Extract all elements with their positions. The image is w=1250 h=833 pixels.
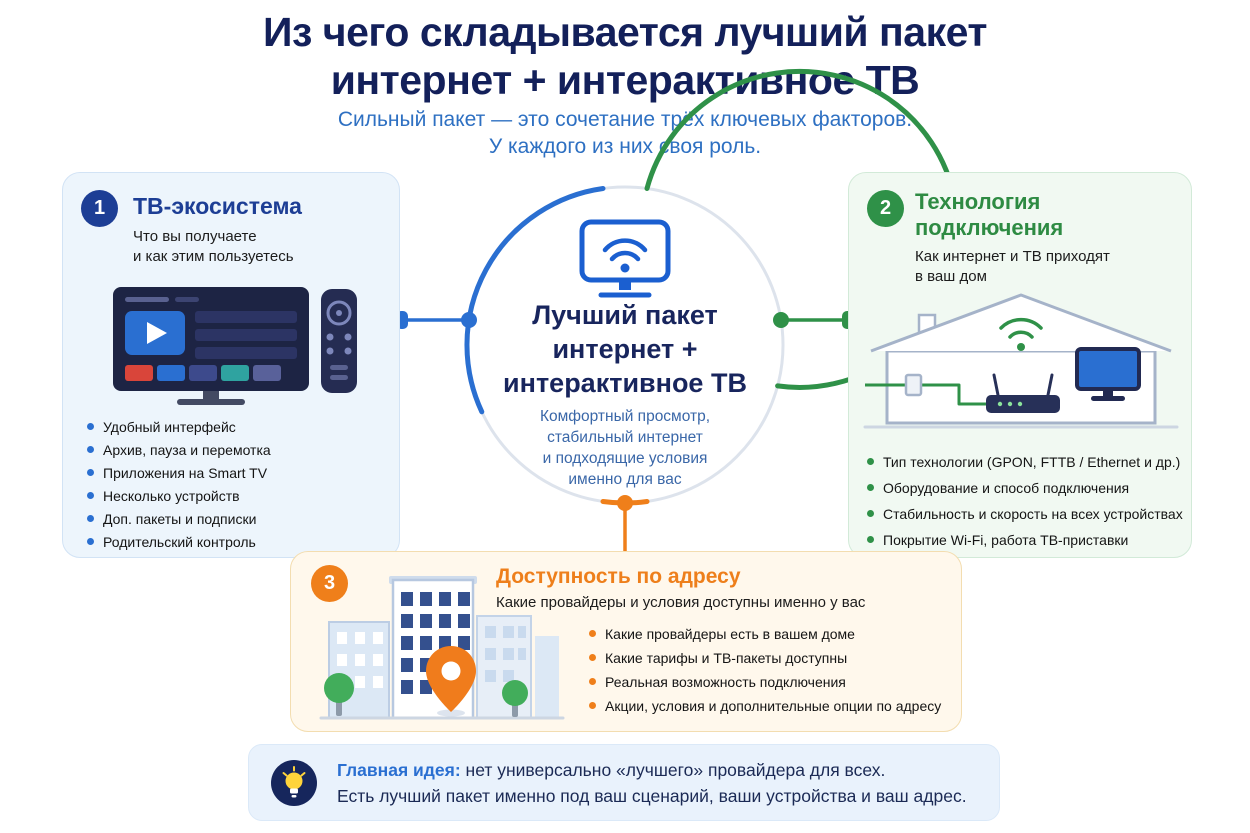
bullet-item: Доп. пакеты и подписки xyxy=(87,511,389,527)
card-address-title: Доступность по адресу xyxy=(496,565,741,588)
card-connection-technology: 2 Технология подключения Как интернет и … xyxy=(848,172,1192,558)
card-tv-subtitle-line2: и как этим пользуетесь xyxy=(133,248,294,265)
card-tv-subtitle-line1: Что вы получаете xyxy=(133,228,257,245)
card-address-number-badge: 3 xyxy=(311,565,348,602)
bullet-item: Какие провайдеры есть в вашем доме xyxy=(589,626,947,642)
hub-desc-line1: Комфортный просмотр, xyxy=(539,408,711,425)
card-tv-number-badge: 1 xyxy=(81,190,118,227)
page-subtitle: Сильный пакет — это сочетание трёх ключе… xyxy=(0,106,1250,160)
connector-address xyxy=(617,495,633,551)
card-address-availability: 3 Доступность по адресу Какие провайдеры… xyxy=(290,551,962,732)
card-address-bullet-list: Какие провайдеры есть в вашем доме Какие… xyxy=(589,626,947,722)
bullet-item: Оборудование и способ подключения xyxy=(867,480,1185,496)
hub-description: Комфортный просмотр, стабильный интернет… xyxy=(485,406,765,490)
page-title-line2: интернет + интерактивное ТВ xyxy=(330,57,920,103)
bullet-item: Акции, условия и дополнительные опции по… xyxy=(589,698,947,714)
tree xyxy=(324,673,354,716)
bullet-item: Несколько устройств xyxy=(87,488,389,504)
bullet-item: Какие тарифы и ТВ-пакеты доступны xyxy=(589,650,947,666)
bullet-item: Реальная возможность подключения xyxy=(589,674,947,690)
hub-title-line1: Лучший пакет xyxy=(532,300,718,330)
card-tv-ecosystem: 1 ТВ-экосистема Что вы получаете и как э… xyxy=(62,172,400,558)
main-idea-line2: Есть лучший пакет именно под ваш сценари… xyxy=(337,786,967,806)
hub-desc-line2: стабильный интернет xyxy=(547,429,703,446)
main-idea-text: Главная идея: нет универсально «лучшего»… xyxy=(337,757,985,809)
main-idea-label: Главная идея: xyxy=(337,760,461,780)
main-idea-line1-rest: нет универсально «лучшего» провайдера дл… xyxy=(460,760,886,780)
hub-title-line2: интернет + xyxy=(552,334,698,364)
card-tech-subtitle: Как интернет и ТВ приходят в ваш дом xyxy=(915,247,1110,287)
bullet-item: Удобный интерфейс xyxy=(87,419,389,435)
main-idea-line1: Главная идея: нет универсально «лучшего»… xyxy=(337,757,985,783)
wall-socket xyxy=(904,373,923,397)
wifi-icon xyxy=(999,317,1043,351)
main-idea-banner: Главная идея: нет универсально «лучшего»… xyxy=(248,744,1000,821)
card-address-subtitle: Какие провайдеры и условия доступны имен… xyxy=(496,594,866,611)
tv-wifi-icon xyxy=(579,219,671,298)
card-tv-title: ТВ-экосистема xyxy=(133,193,302,219)
bullet-item: Родительский контроль xyxy=(87,534,389,550)
card-tech-title-line2: подключения xyxy=(915,215,1064,240)
bullet-item: Приложения на Smart TV xyxy=(87,465,389,481)
card-tech-number-badge: 2 xyxy=(867,190,904,227)
page-title-line1: Из чего складывается лучший пакет xyxy=(263,9,987,55)
card-tech-title: Технология подключения xyxy=(915,189,1063,241)
card-tv-bullet-list: Удобный интерфейс Архив, пауза и перемот… xyxy=(87,419,389,557)
hub-desc-line4: именно для вас xyxy=(568,471,682,488)
card-tech-title-line1: Технология xyxy=(915,189,1041,214)
tv-screen xyxy=(113,287,309,405)
bullet-item: Тип технологии (GPON, FTTB / Ethernet и … xyxy=(867,454,1185,470)
bullet-item: Архив, пауза и перемотка xyxy=(87,442,389,458)
router-icon xyxy=(986,373,1060,413)
page-title: Из чего складывается лучший пакет интерн… xyxy=(0,8,1250,104)
lightbulb-icon xyxy=(271,760,317,806)
hub-desc-line3: и подходящие условия xyxy=(542,450,708,467)
location-pin-icon xyxy=(426,646,476,717)
bullet-item: Стабильность и скорость на всех устройст… xyxy=(867,506,1185,522)
house-illustration xyxy=(863,293,1179,429)
tree xyxy=(502,680,528,717)
hub-arc-blue xyxy=(464,186,606,415)
tv-illustration xyxy=(113,287,357,405)
page-subtitle-line2: У каждого из них своя роль. xyxy=(488,135,762,158)
card-tech-subtitle-line1: Как интернет и ТВ приходят xyxy=(915,248,1110,265)
remote-control xyxy=(321,289,357,393)
bullet-item: Покрытие Wi-Fi, работа ТВ-приставки xyxy=(867,532,1185,548)
page-subtitle-line1: Сильный пакет — это сочетание трёх ключе… xyxy=(337,108,913,131)
hub-title-line3: интерактивное ТВ xyxy=(503,368,747,398)
city-illustration xyxy=(319,576,565,720)
tv-set-icon xyxy=(1075,347,1141,401)
cable-line xyxy=(865,373,986,406)
card-tech-subtitle-line2: в ваш дом xyxy=(915,268,987,285)
card-tv-subtitle: Что вы получаете и как этим пользуетесь xyxy=(133,227,294,267)
hub-title: Лучший пакет интернет + интерактивное ТВ xyxy=(465,298,785,400)
connector-tech xyxy=(773,311,854,329)
card-tech-bullet-list: Тип технологии (GPON, FTTB / Ethernet и … xyxy=(867,454,1185,558)
